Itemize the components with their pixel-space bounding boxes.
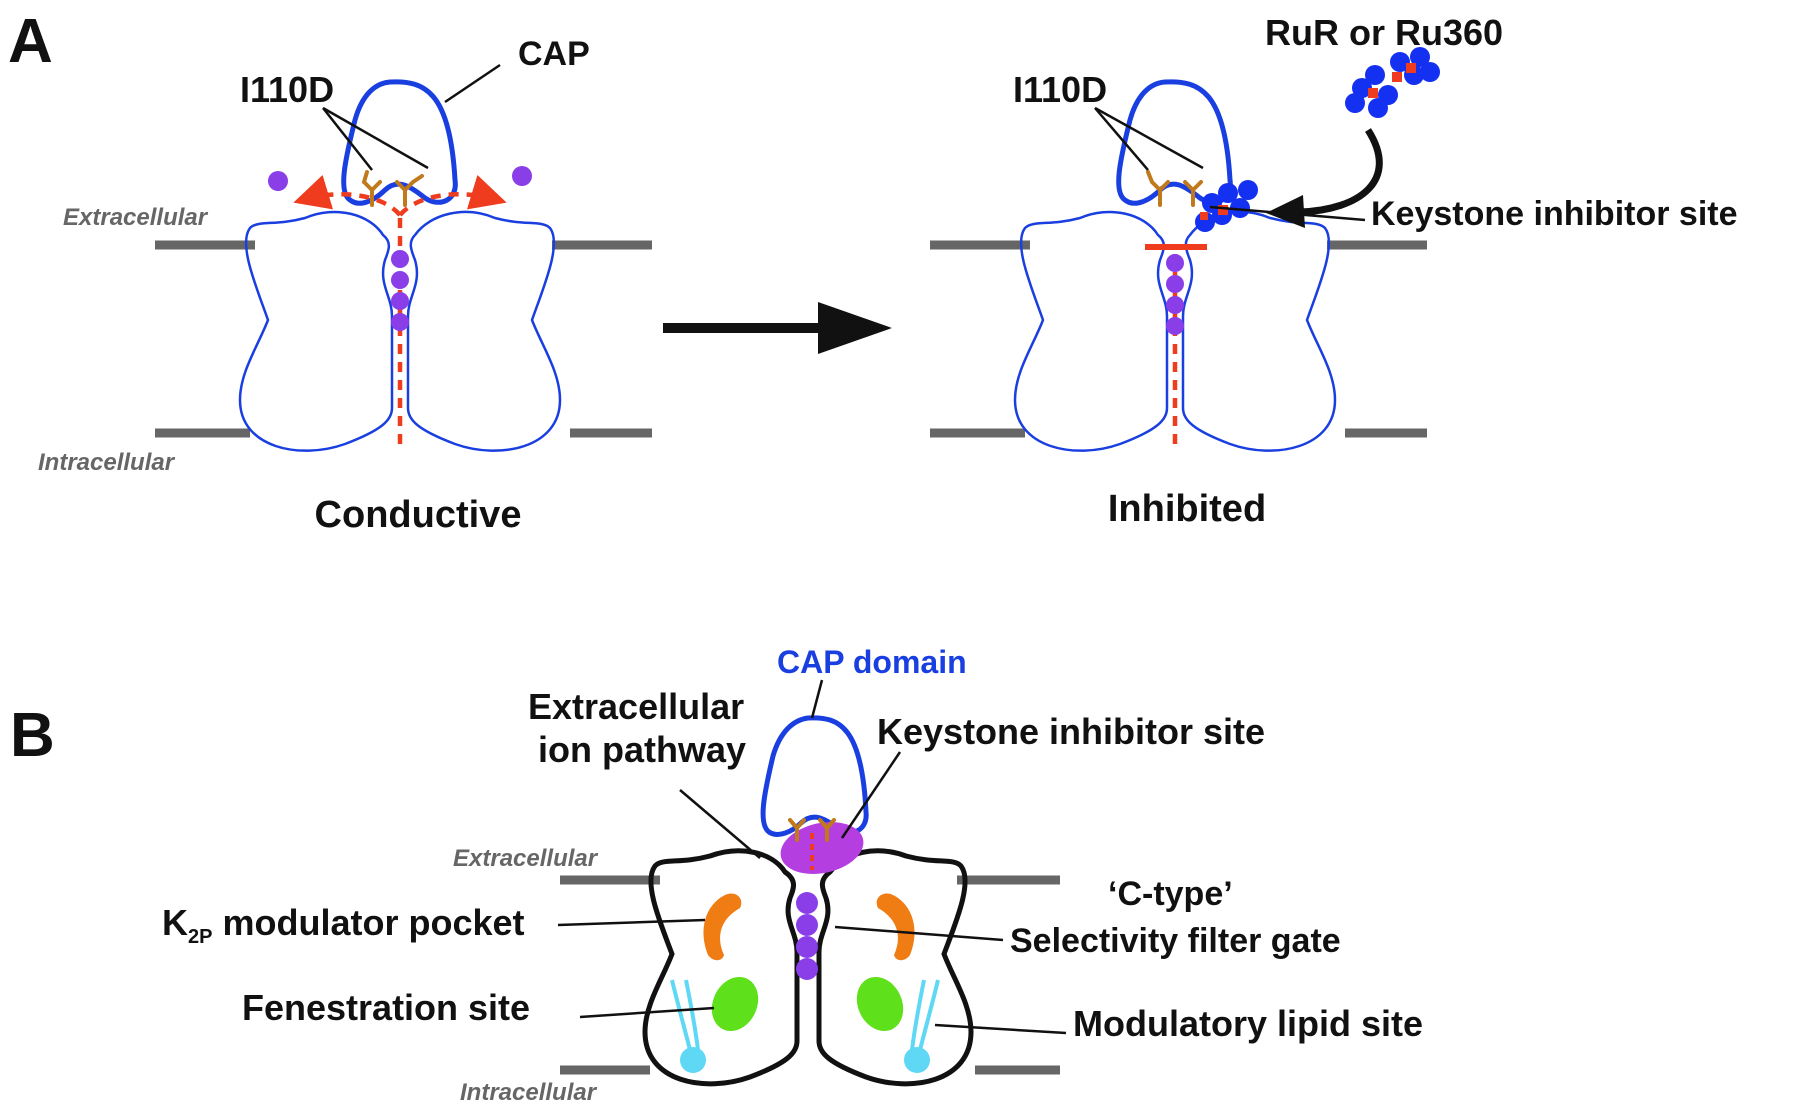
cap-outline: [341, 79, 458, 206]
ctype-label-2: Selectivity filter gate: [1010, 922, 1341, 960]
ion-path-right: [398, 174, 507, 217]
extracellular-label: Extracellular: [63, 204, 209, 231]
k2p-pocket-leader: [557, 918, 706, 927]
left-subunit-outline: [238, 210, 394, 452]
extracellular-path-leader: [679, 789, 761, 859]
cap-outline: [1116, 79, 1233, 206]
right-subunit-outline: [816, 848, 974, 1087]
residue-icon: [395, 174, 424, 207]
drug-label: RuR or Ru360: [1265, 12, 1503, 53]
lipid-right: [904, 979, 940, 1073]
mutation-leader: [1094, 107, 1149, 171]
ion: [1166, 317, 1184, 335]
mutation-leader: [322, 106, 429, 170]
free-drug: [1345, 47, 1440, 118]
binding-arrow: [1299, 128, 1383, 216]
cap-leader: [444, 63, 501, 104]
keystone-leader: [840, 751, 902, 839]
k2p-main: K: [162, 902, 188, 943]
fenestration-left: [711, 976, 759, 1032]
left-subunit-outline: [642, 848, 800, 1087]
state-label-conductive: Conductive: [315, 494, 522, 536]
extracellular-path-label-2: ion pathway: [538, 729, 746, 770]
mutation-leader: [322, 107, 373, 171]
inhibited-channel: RuR or Ru360 I110D Keystone inhibitor si…: [930, 12, 1738, 530]
ion: [1166, 254, 1184, 272]
ion: [391, 292, 409, 310]
intracellular-label: Intracellular: [460, 1079, 598, 1106]
transition-arrow: [663, 302, 892, 354]
k2p-pocket-label: K2P modulator pocket: [162, 902, 525, 948]
k2p-rest: modulator pocket: [212, 902, 524, 943]
right-subunit-outline: [406, 210, 562, 452]
fenestration-label: Fenestration site: [242, 987, 530, 1028]
ion-path-left: [293, 174, 402, 217]
left-subunit-outline: [1013, 210, 1169, 452]
ctype-label-1: ‘C-type’: [1108, 875, 1233, 913]
binding-arrow-head: [1266, 195, 1305, 228]
mutation-leader: [1094, 106, 1204, 170]
extracellular-label: Extracellular: [453, 845, 599, 872]
channel-schematic-b: Extracellular Intracellular: [162, 644, 1423, 1106]
ion-exiting-right: [512, 166, 532, 186]
mutation-label: I110D: [1013, 69, 1107, 110]
residue-icon: [362, 170, 382, 207]
modulator-pocket-right: [876, 893, 915, 961]
ion: [391, 271, 409, 289]
ion: [796, 936, 818, 958]
fenestration-right: [856, 976, 904, 1032]
intracellular-label: Intracellular: [38, 449, 176, 476]
modulator-pocket-left: [703, 893, 742, 961]
residue-icon: [788, 818, 806, 842]
residue-icon: [1183, 180, 1203, 207]
ctype-leader: [834, 925, 1004, 942]
ion: [391, 313, 409, 331]
lipid-leader: [934, 1023, 1067, 1035]
cap-domain-leader: [810, 679, 824, 719]
extracellular-path-label-1: Extracellular: [528, 686, 744, 727]
ion: [796, 958, 818, 980]
lipid-label: Modulatory lipid site: [1073, 1003, 1423, 1044]
ion: [1166, 296, 1184, 314]
ion-exiting-left: [268, 171, 288, 191]
residue-icon: [818, 818, 836, 842]
ion: [796, 914, 818, 936]
cap-domain-label: CAP domain: [777, 644, 967, 680]
residue-icon: [1146, 170, 1170, 207]
state-label-inhibited: Inhibited: [1108, 488, 1266, 530]
fenestration-leader: [579, 1006, 715, 1019]
keystone-label: Keystone inhibitor site: [877, 711, 1265, 752]
keystone-label: Keystone inhibitor site: [1371, 195, 1738, 233]
panel-a-letter: A: [8, 7, 53, 76]
panel-b-letter: B: [10, 701, 55, 770]
mutation-label: I110D: [240, 69, 334, 110]
lipid-left: [670, 979, 706, 1073]
ion: [796, 892, 818, 914]
bound-drug: [1195, 180, 1258, 232]
k2p-subscript: 2P: [188, 926, 212, 948]
keystone-leader: [1209, 205, 1366, 222]
ion: [1166, 275, 1184, 293]
ion: [391, 250, 409, 268]
cap-domain-outline: [760, 715, 869, 837]
conductive-channel: Extracellular Intracellular I110D CAP Co…: [38, 35, 652, 536]
cap-label: CAP: [518, 35, 590, 73]
